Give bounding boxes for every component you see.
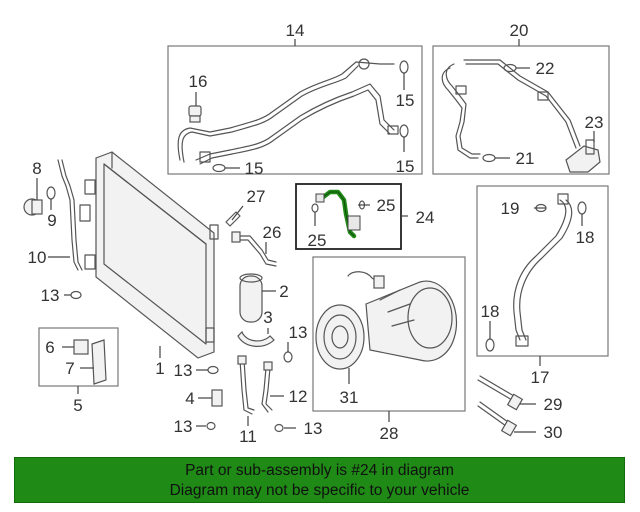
bracket-23 [565,139,601,173]
callout-31: 31 [340,388,359,407]
bracket-4 [211,389,223,407]
callout-26: 26 [263,223,282,242]
o-ring-13c [207,365,219,375]
o-ring-15c [212,163,226,173]
callout-13e: 13 [174,417,193,436]
callout-labels: 14 20 22 23 16 15 15 15 21 8 9 27 26 25 … [28,21,604,446]
seal-7 [91,339,107,385]
hose-24-highlighted[interactable] [315,189,361,239]
group-frame-17 [476,185,609,357]
condenser [79,151,219,359]
callout-15c: 15 [245,159,264,178]
callout-22: 22 [536,59,555,78]
callout-4: 4 [185,389,194,408]
callout-17: 17 [531,368,550,387]
hose-assembly-14 [177,58,399,165]
pipe-12 [261,361,273,413]
cap-16 [188,105,202,123]
pipe-26 [231,231,277,267]
banner-line-disclaimer: Diagram may not be specific to your vehi… [169,482,470,499]
leader-lines [36,39,595,433]
callout-11: 11 [239,427,257,446]
callout-21: 21 [516,149,535,168]
callout-27: 27 [247,187,266,206]
o-ring-18a [577,201,587,215]
hose-assembly-20 [441,59,581,159]
callout-14: 14 [286,21,305,40]
callout-9: 9 [47,211,56,230]
callout-5: 5 [73,396,82,415]
callout-28: 28 [380,424,399,443]
callout-10: 10 [28,248,47,267]
group-frame-14 [167,45,423,175]
o-ring-9 [46,186,56,200]
fitting-27 [225,211,241,227]
callout-24[interactable]: 24 [416,208,435,227]
callout-13b: 13 [289,323,308,342]
callout-23: 23 [585,113,604,132]
callout-8: 8 [32,159,41,178]
group-frame-20 [432,45,610,175]
callout-20: 20 [510,21,529,40]
o-ring-18b [485,338,495,352]
hose-assembly-17 [513,193,573,347]
o-ring-15a [399,60,409,74]
callout-25a[interactable]: 25 [377,196,396,215]
callout-19: 19 [501,199,520,218]
bolt-29 [477,375,524,411]
callout-15a: 15 [396,91,415,110]
bracket-6 [73,339,89,355]
compressor-28 [315,271,458,370]
callout-12: 12 [289,387,308,406]
parts-diagram: 14 20 22 23 16 15 15 15 21 8 9 27 26 25 … [23,21,610,446]
callout-13d: 13 [304,419,323,438]
callout-2: 2 [279,282,288,301]
callout-3: 3 [263,308,272,327]
callout-29: 29 [544,395,563,414]
o-ring-13d [274,423,284,433]
o-ring-21 [482,153,496,163]
pipe-10 [57,159,79,271]
clamp-3 [237,330,275,347]
callout-13c: 13 [174,361,193,380]
info-banner: Part or sub-assembly is #24 in diagram D… [14,457,625,503]
callout-25b[interactable]: 25 [308,231,327,250]
callout-15b: 15 [396,157,415,176]
receiver-drier-2 [239,273,263,323]
callout-18a: 18 [576,228,595,247]
o-ring-13b [283,351,293,363]
pressure-switch-8 [23,198,43,216]
callout-30: 30 [544,423,563,442]
callout-6: 6 [45,338,54,357]
bolt-30 [477,401,518,437]
o-ring-15b [399,124,409,138]
o-ring-25b [311,203,319,213]
callout-13a: 13 [41,286,60,305]
o-ring-13a [70,290,82,300]
o-ring-13e [206,421,216,431]
callout-7: 7 [65,359,74,378]
banner-line-part-info: Part or sub-assembly is #24 in diagram [185,462,454,479]
pipe-11 [237,355,255,415]
callout-16: 16 [189,72,208,91]
callout-1: 1 [155,359,164,378]
callout-18b: 18 [481,302,500,321]
